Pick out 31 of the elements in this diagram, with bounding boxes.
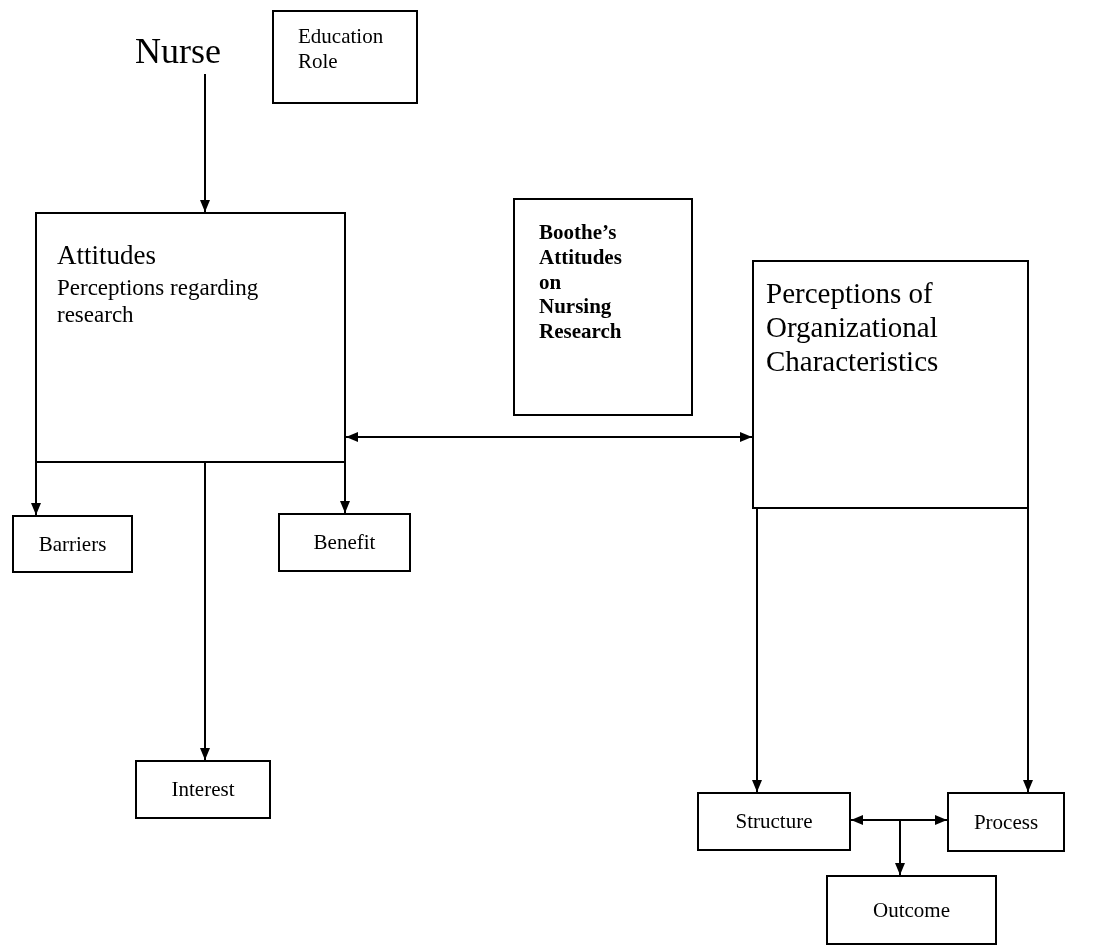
node-label: Nurse: [135, 29, 221, 73]
arrow: [200, 461, 210, 761]
process-box: [135, 760, 271, 819]
process-box: [697, 792, 851, 851]
arrow: [752, 507, 762, 793]
title-box: [513, 198, 693, 416]
process-box: [826, 875, 997, 945]
process-box: [278, 513, 411, 572]
arrow: [31, 461, 41, 516]
arrow: [340, 461, 350, 514]
node-label: Structure: [735, 809, 813, 834]
node-label: Outcome: [873, 897, 950, 923]
node-label: Perceptions regarding research: [57, 273, 260, 329]
node-label: Process: [973, 809, 1039, 835]
arrow: [200, 73, 210, 213]
process-box: [272, 10, 418, 104]
node-label: Interest: [171, 777, 235, 802]
node-label: Perceptions of Organizational Characteristics: [766, 276, 940, 379]
node-label: Benefit: [313, 530, 376, 555]
process-box: [12, 515, 133, 573]
arrow: [345, 432, 753, 442]
node-label: Barriers: [38, 531, 107, 557]
process-box: [947, 792, 1065, 852]
process-box: [752, 260, 1029, 509]
node-label: Education Role: [298, 24, 385, 74]
process-box: [35, 212, 346, 463]
arrow: [895, 819, 905, 876]
node-label: Boothe’s Attitudes on Nursing Research: [539, 220, 623, 344]
arrow: [1023, 507, 1033, 793]
box-heading: Attitudes: [57, 240, 157, 272]
arrow: [850, 815, 948, 825]
